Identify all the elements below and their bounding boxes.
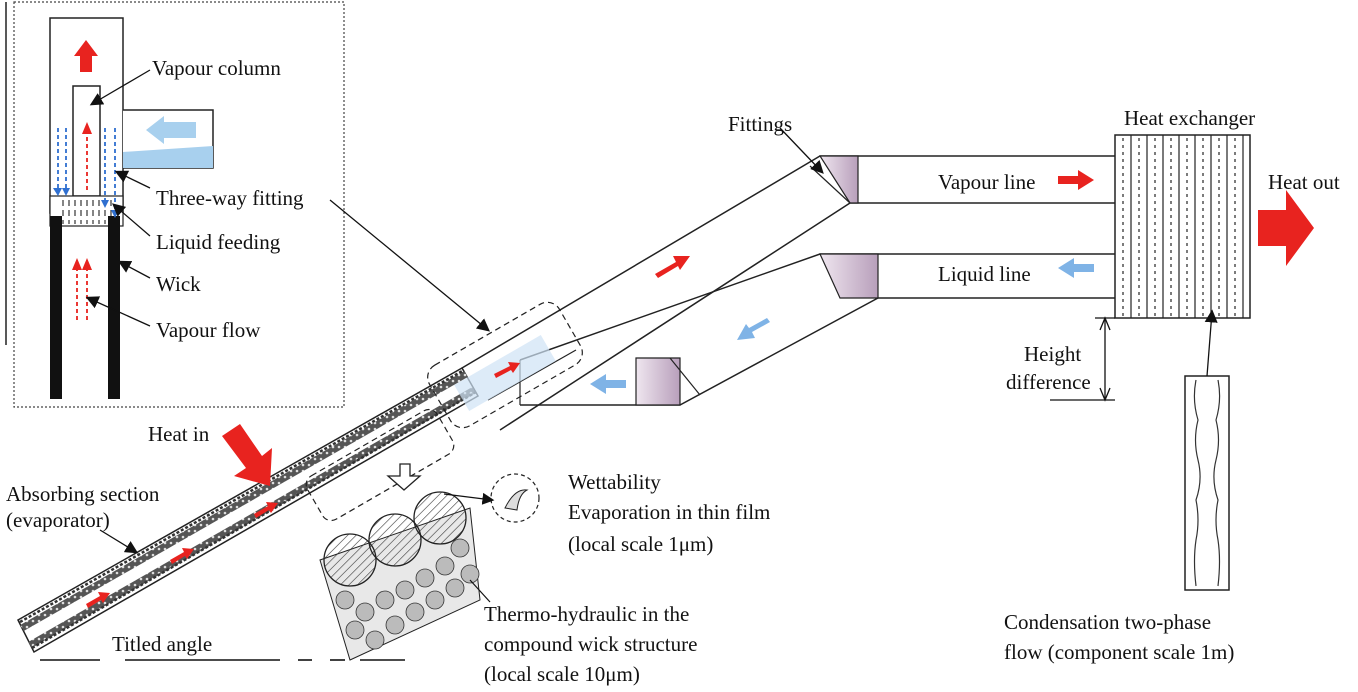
liquid-arrow-icon	[737, 318, 770, 340]
label-fittings: Fittings	[728, 112, 793, 136]
label-local-scale-1um: (local scale 1μm)	[568, 532, 714, 556]
label-local-scale-10um: (local scale 10μm)	[484, 662, 640, 686]
liquid-arrow-icon	[1058, 258, 1094, 278]
vapour-arrow-icon	[655, 256, 690, 278]
label-three-way-fitting: Three-way fitting	[156, 186, 304, 210]
label-absorbing-section-2: (evaporator)	[6, 508, 110, 532]
label-vapour-line: Vapour line	[938, 170, 1036, 194]
label-vapour-column: Vapour column	[152, 56, 281, 80]
label-thermo-hydraulic-1: Thermo-hydraulic in the	[484, 602, 690, 626]
vapour-arrow-icon	[74, 40, 98, 72]
vapour-arrow-icon	[254, 502, 278, 518]
vapour-line-pipe	[461, 155, 1115, 431]
liquid-arrow-icon	[590, 374, 626, 394]
label-height-difference-1: Height	[1024, 342, 1082, 366]
wick-zoom-box	[305, 408, 455, 522]
label-liquid-line: Liquid line	[938, 262, 1031, 286]
evaporator-pipe	[17, 366, 480, 654]
label-thermo-hydraulic-2: compound wick structure	[484, 632, 698, 656]
label-heat-out: Heat out	[1268, 170, 1340, 194]
detail-inset	[5, 1, 345, 408]
label-liquid-feeding: Liquid feeding	[156, 230, 281, 254]
vapour-arrow-icon	[1058, 170, 1094, 190]
label-heat-in: Heat in	[148, 422, 210, 446]
heat-in-arrow-icon	[222, 424, 272, 486]
label-condensation-1: Condensation two-phase	[1004, 610, 1212, 634]
flow-arrows	[86, 170, 1314, 608]
heat-out-arrow-icon	[1258, 190, 1314, 266]
compound-wick-structure	[319, 491, 491, 661]
vapour-arrow-icon	[494, 362, 520, 378]
heat-exchanger	[1114, 134, 1251, 319]
wettability-detail	[443, 473, 540, 523]
label-heat-exchanger: Heat exchanger	[1124, 106, 1256, 130]
label-evaporation-thin-film: Evaporation in thin film	[568, 500, 771, 524]
label-condensation-2: flow (component scale 1m)	[1004, 640, 1235, 664]
label-height-difference-2: difference	[1006, 370, 1091, 394]
label-wettability: Wettability	[568, 470, 661, 494]
hollow-down-arrow-icon	[386, 463, 422, 491]
height-difference-indicator	[1050, 316, 1115, 402]
vapour-arrow-icon	[86, 592, 110, 608]
label-absorbing-section-1: Absorbing section	[6, 482, 160, 506]
label-vapour-flow: Vapour flow	[156, 318, 261, 342]
liquid-arrow-icon	[146, 116, 196, 144]
label-titled-angle: Titled angle	[112, 632, 213, 656]
vapour-arrow-icon	[170, 548, 194, 564]
condensation-tube	[1184, 309, 1230, 591]
label-wick: Wick	[156, 272, 201, 296]
